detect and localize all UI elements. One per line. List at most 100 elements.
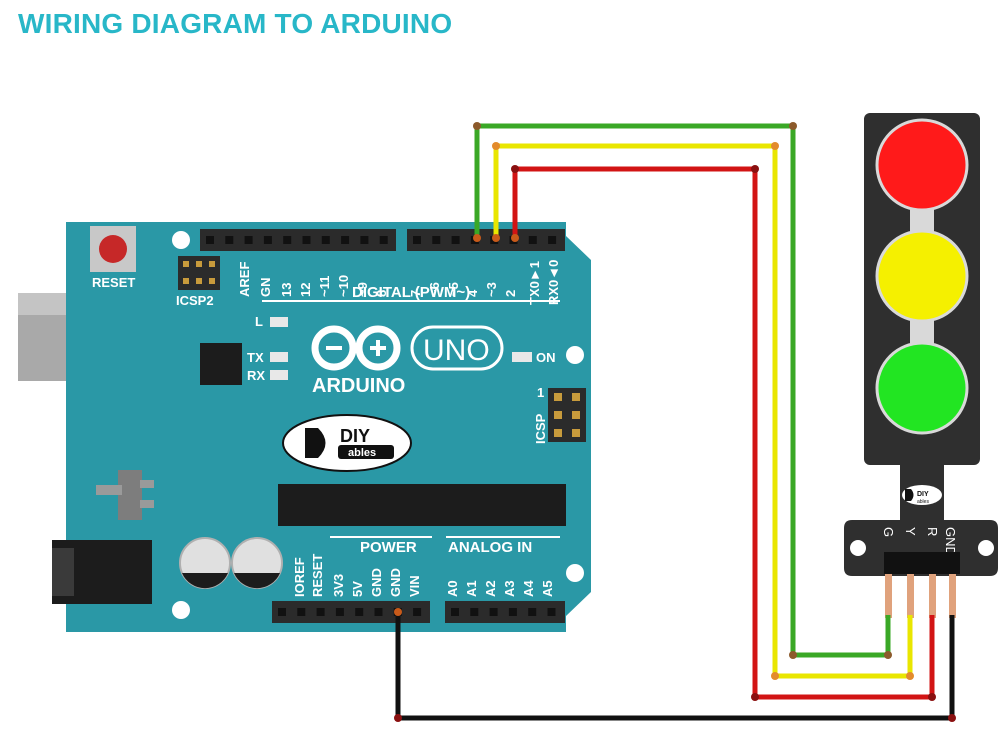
power-pin-label: IOREF bbox=[292, 557, 307, 597]
top-pin-label: 4 bbox=[465, 289, 480, 297]
power-pin-label: VIN bbox=[407, 575, 422, 597]
analog-pin-label: A2 bbox=[483, 580, 498, 597]
arduino-logo-icon bbox=[311, 325, 401, 371]
pin-hole bbox=[451, 608, 459, 616]
pin-hole bbox=[206, 236, 214, 244]
pin-hole bbox=[548, 236, 557, 244]
digital-label: DIGITAL (PWM~) bbox=[352, 284, 470, 301]
analog-pin-label: A5 bbox=[540, 580, 555, 597]
pin-hole bbox=[508, 608, 517, 616]
top-pin-label: ~9 bbox=[355, 282, 370, 297]
power-pin-label: 5V bbox=[350, 581, 365, 597]
power-header bbox=[272, 601, 430, 623]
power-pin-label: GND bbox=[369, 568, 384, 597]
logo-bottom-text: ables bbox=[348, 447, 376, 459]
digital-header-left bbox=[200, 229, 396, 251]
led-on-label: ON bbox=[536, 350, 556, 365]
pin-hole bbox=[489, 608, 498, 616]
led-on bbox=[512, 352, 532, 362]
mounting-hole bbox=[566, 346, 584, 364]
pin-hole bbox=[528, 236, 537, 244]
analog-label: ANALOG IN bbox=[448, 539, 532, 556]
analog-pin-label: A4 bbox=[521, 580, 536, 597]
top-pin-label: 13 bbox=[279, 283, 294, 297]
digital-header-right bbox=[407, 229, 565, 251]
reset-button[interactable] bbox=[90, 226, 136, 272]
red-light bbox=[875, 118, 969, 212]
top-pin-label: RX0◄0 bbox=[546, 260, 561, 305]
pin-hole bbox=[341, 236, 350, 244]
top-pin-label: TX0►1 bbox=[527, 261, 542, 305]
analog-header bbox=[445, 601, 565, 623]
pin-hole bbox=[355, 608, 364, 616]
pin-hole bbox=[335, 608, 344, 616]
pin-hole bbox=[470, 608, 479, 616]
led-rx-label: RX bbox=[247, 368, 265, 383]
icsp-label: ICSP bbox=[533, 413, 548, 444]
module-pin-legs bbox=[885, 574, 956, 618]
led-l-label: L bbox=[255, 314, 263, 329]
power-pin-label: RESET bbox=[310, 554, 325, 597]
top-pin-label: ~11 bbox=[317, 276, 332, 297]
module-pin-label: Y bbox=[903, 527, 918, 536]
wire-yellow-pin3-to-y bbox=[493, 143, 913, 679]
pin-hole bbox=[297, 608, 306, 616]
module-logo-top: DIY bbox=[917, 491, 929, 498]
capacitor bbox=[179, 537, 231, 589]
led-tx-label: TX bbox=[247, 350, 264, 365]
logo-top-text: DIY bbox=[340, 426, 370, 446]
pin-hole bbox=[225, 236, 234, 244]
module-pin-header bbox=[884, 552, 960, 574]
model-label: UNO bbox=[423, 334, 490, 367]
analog-pin-label: A3 bbox=[502, 580, 517, 597]
usb-chip bbox=[200, 343, 242, 385]
wire-green-pin4-to-g bbox=[474, 123, 891, 658]
power-label: POWER bbox=[360, 539, 417, 556]
mounting-hole bbox=[172, 231, 190, 249]
led-tx bbox=[270, 352, 288, 362]
icsp2-header bbox=[178, 256, 220, 290]
icsp-pin1-label: 1 bbox=[537, 385, 544, 400]
pin-hole bbox=[432, 236, 441, 244]
pin-hole bbox=[316, 608, 325, 616]
mounting-hole bbox=[172, 601, 190, 619]
uno-badge bbox=[410, 325, 504, 371]
led-l bbox=[270, 317, 288, 327]
brand-label: ARDUINO bbox=[312, 375, 405, 397]
pin-hole bbox=[451, 236, 460, 244]
module-logo-icon bbox=[902, 485, 942, 505]
module-pin-label: G bbox=[881, 527, 896, 537]
pin-hole bbox=[413, 608, 422, 616]
icsp-header bbox=[548, 388, 586, 442]
top-pin-label: ~6 bbox=[427, 282, 442, 297]
analog-pin-label: A0 bbox=[445, 580, 460, 597]
top-pin-label: ~10 bbox=[336, 275, 351, 297]
pin-hole bbox=[379, 236, 388, 244]
pin-hole bbox=[547, 608, 556, 616]
reset-label: RESET bbox=[92, 275, 135, 290]
pin-hole bbox=[302, 236, 311, 244]
top-pin-label: ~5 bbox=[446, 282, 461, 297]
dc-jack bbox=[52, 540, 152, 604]
analog-pin-label: A1 bbox=[464, 580, 479, 597]
led-rx bbox=[270, 370, 288, 380]
module-logo-bottom: ables bbox=[917, 499, 929, 505]
top-pin-label: 8 bbox=[374, 290, 389, 297]
mounting-hole bbox=[566, 564, 584, 582]
diyables-logo-icon bbox=[282, 414, 412, 472]
pin-hole bbox=[244, 236, 253, 244]
wire-joints bbox=[394, 122, 956, 722]
top-pin-label: AREF bbox=[237, 262, 252, 297]
top-pin-label: 12 bbox=[298, 283, 313, 297]
pin-hole bbox=[360, 236, 369, 244]
top-pin-label: GN bbox=[258, 278, 273, 298]
capacitor bbox=[231, 537, 283, 589]
pin-hole bbox=[528, 608, 537, 616]
pin-hole bbox=[283, 236, 292, 244]
power-pin-label: GND bbox=[388, 568, 403, 597]
voltage-regulator bbox=[96, 470, 154, 520]
icsp2-label: ICSP2 bbox=[176, 293, 214, 308]
pin-hole bbox=[374, 608, 383, 616]
wire-black-gnd-to-gnd bbox=[395, 612, 955, 721]
